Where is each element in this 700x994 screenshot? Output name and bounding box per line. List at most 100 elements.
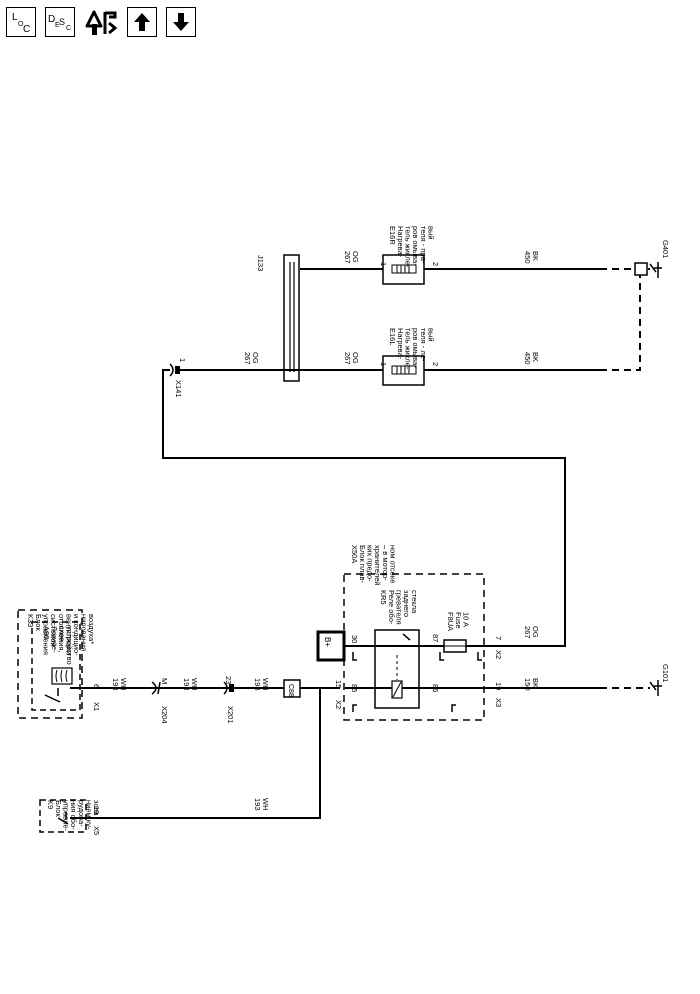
- x50a-label-line: Блок плав-: [358, 545, 367, 583]
- k33-label-line: воздуха*: [87, 614, 96, 644]
- a90-id: A90: [42, 626, 51, 639]
- e16r-pin1: 1: [379, 262, 388, 266]
- k33-module: [17, 609, 83, 719]
- x50a-id: X50A: [350, 545, 359, 563]
- kr5-label-line: гревателя: [395, 590, 404, 625]
- connector-info-button[interactable]: [84, 6, 118, 38]
- k33-label-line: системой: [49, 614, 58, 647]
- x204-pin: M: [160, 678, 169, 684]
- wire-og-label-c: OG: [351, 352, 360, 364]
- relay-pin-85: 85: [350, 684, 359, 692]
- k9-label-line: зова: [92, 800, 101, 816]
- x2-lower-label: X2: [334, 700, 343, 709]
- a90-label-line: устройство: [65, 626, 74, 665]
- svg-text:L: L: [12, 12, 18, 23]
- a90-label-line: ское: [58, 626, 67, 641]
- x2-lower-pin: 15: [334, 680, 343, 688]
- x1-pin: 6: [92, 684, 101, 688]
- wire-450-label-b: 450: [523, 251, 532, 264]
- arrow-up-button[interactable]: [127, 7, 157, 37]
- x5-label: X5: [92, 826, 101, 835]
- wire-og-label-d: OG: [351, 251, 360, 263]
- e16l-id: E16L: [388, 328, 397, 346]
- e16r-id: E16R: [388, 226, 397, 245]
- j133-splice: [283, 254, 300, 382]
- wire-150-label: 150: [523, 678, 532, 691]
- x201-connector: [223, 681, 228, 695]
- loc-button[interactable]: L O C: [6, 7, 36, 37]
- x204-label: X204: [160, 706, 169, 724]
- wire-267-label-c: 267: [343, 352, 352, 365]
- k33-label-line: Блок: [34, 614, 43, 631]
- relay-pin-87: 87: [431, 634, 440, 642]
- k9-label-line: Блок: [54, 800, 63, 817]
- b-plus-label: B+: [323, 637, 332, 647]
- x141-pin: 1: [178, 358, 187, 362]
- wire-267-label-d: 267: [343, 251, 352, 264]
- x50a-label-line: хранителей: [373, 545, 382, 585]
- e16r-label-line: ров омыва-: [411, 226, 420, 266]
- x1-label: X1: [92, 702, 101, 711]
- x50a-label-line: – в мотор-: [381, 545, 390, 581]
- loc-icon: L O C: [12, 12, 30, 35]
- e16l-pin2: 2: [431, 362, 440, 366]
- x141-label: X141: [174, 380, 183, 398]
- b-plus-box: [316, 630, 346, 662]
- g401-splice: [634, 262, 648, 276]
- e16r-pin2: 2: [431, 262, 440, 266]
- wire-193-label-b: 193: [182, 678, 191, 691]
- wire-193-label-d: 193: [253, 798, 262, 811]
- wire-wh-label-d: WH: [261, 798, 270, 811]
- e16r-label-line: вый: [426, 226, 435, 240]
- j133-label: J133: [256, 255, 265, 271]
- wire-wh-label-a: WH: [119, 678, 128, 691]
- wire-193-wh-k9: [70, 688, 321, 819]
- k33-label-line: отопления,: [57, 614, 66, 653]
- g401-label: G401: [661, 240, 670, 258]
- wire-wh-label-c: WH: [261, 678, 270, 691]
- arrow-down-icon: [173, 13, 189, 31]
- wire-wh-label-b: WH: [190, 678, 199, 691]
- c88-box: [283, 679, 301, 698]
- e16l-label-line: вый: [426, 328, 435, 342]
- desc-icon: D E S C: [48, 14, 71, 32]
- desc-button[interactable]: D E S C: [45, 7, 75, 37]
- x141-connector: [169, 363, 174, 377]
- x2-upper-pin: 7: [494, 636, 503, 640]
- e16r-label-line: Нагрева-: [396, 226, 405, 258]
- wire-og-label-b: OG: [251, 352, 260, 364]
- x5-pin: 19: [92, 806, 101, 814]
- f8ua-label-line: 10 A: [462, 612, 471, 627]
- k33-label-line: управления: [42, 614, 51, 655]
- c88-label: C88: [287, 684, 294, 697]
- wire-267-og: [162, 369, 566, 647]
- x50a-label: Блок плав-ких предо-хранителей– в мотор-…: [358, 545, 397, 585]
- wire-193-label-c: 193: [253, 678, 262, 691]
- x2-upper-label: X2: [494, 650, 503, 659]
- wire-267-label-b: 267: [243, 352, 252, 365]
- kr5-relay: [374, 629, 420, 709]
- arrow-up-icon: [134, 13, 150, 31]
- wire-og-label-a: OG: [531, 626, 540, 638]
- wire-193-label-a: 193: [111, 678, 120, 691]
- x3-pin: 19: [494, 682, 503, 690]
- svg-text:O: O: [18, 21, 24, 28]
- kr5-label-line: стекла: [410, 590, 419, 614]
- arrow-down-button[interactable]: [166, 7, 196, 37]
- kr5-label-line: заднего: [402, 590, 411, 617]
- k9-label-line: управле-: [62, 800, 71, 832]
- k9-label-line: рудова-: [77, 800, 86, 827]
- e16l-label-line: теля - ле-: [419, 328, 428, 362]
- wire-bk-label-c: BK: [531, 251, 540, 261]
- k9-label-line: ния обо-: [69, 800, 78, 830]
- kr5-id: KR5: [379, 590, 388, 605]
- f8ua-id: F8UA: [446, 612, 455, 631]
- e16r-label: Нагрева-тель жикле-ров омыва-теля - пра-…: [396, 226, 435, 268]
- relay-pin-86: 86: [431, 684, 440, 692]
- x204-connector: [151, 681, 157, 695]
- svg-text:S: S: [59, 17, 65, 27]
- g101-label: G101: [661, 664, 670, 682]
